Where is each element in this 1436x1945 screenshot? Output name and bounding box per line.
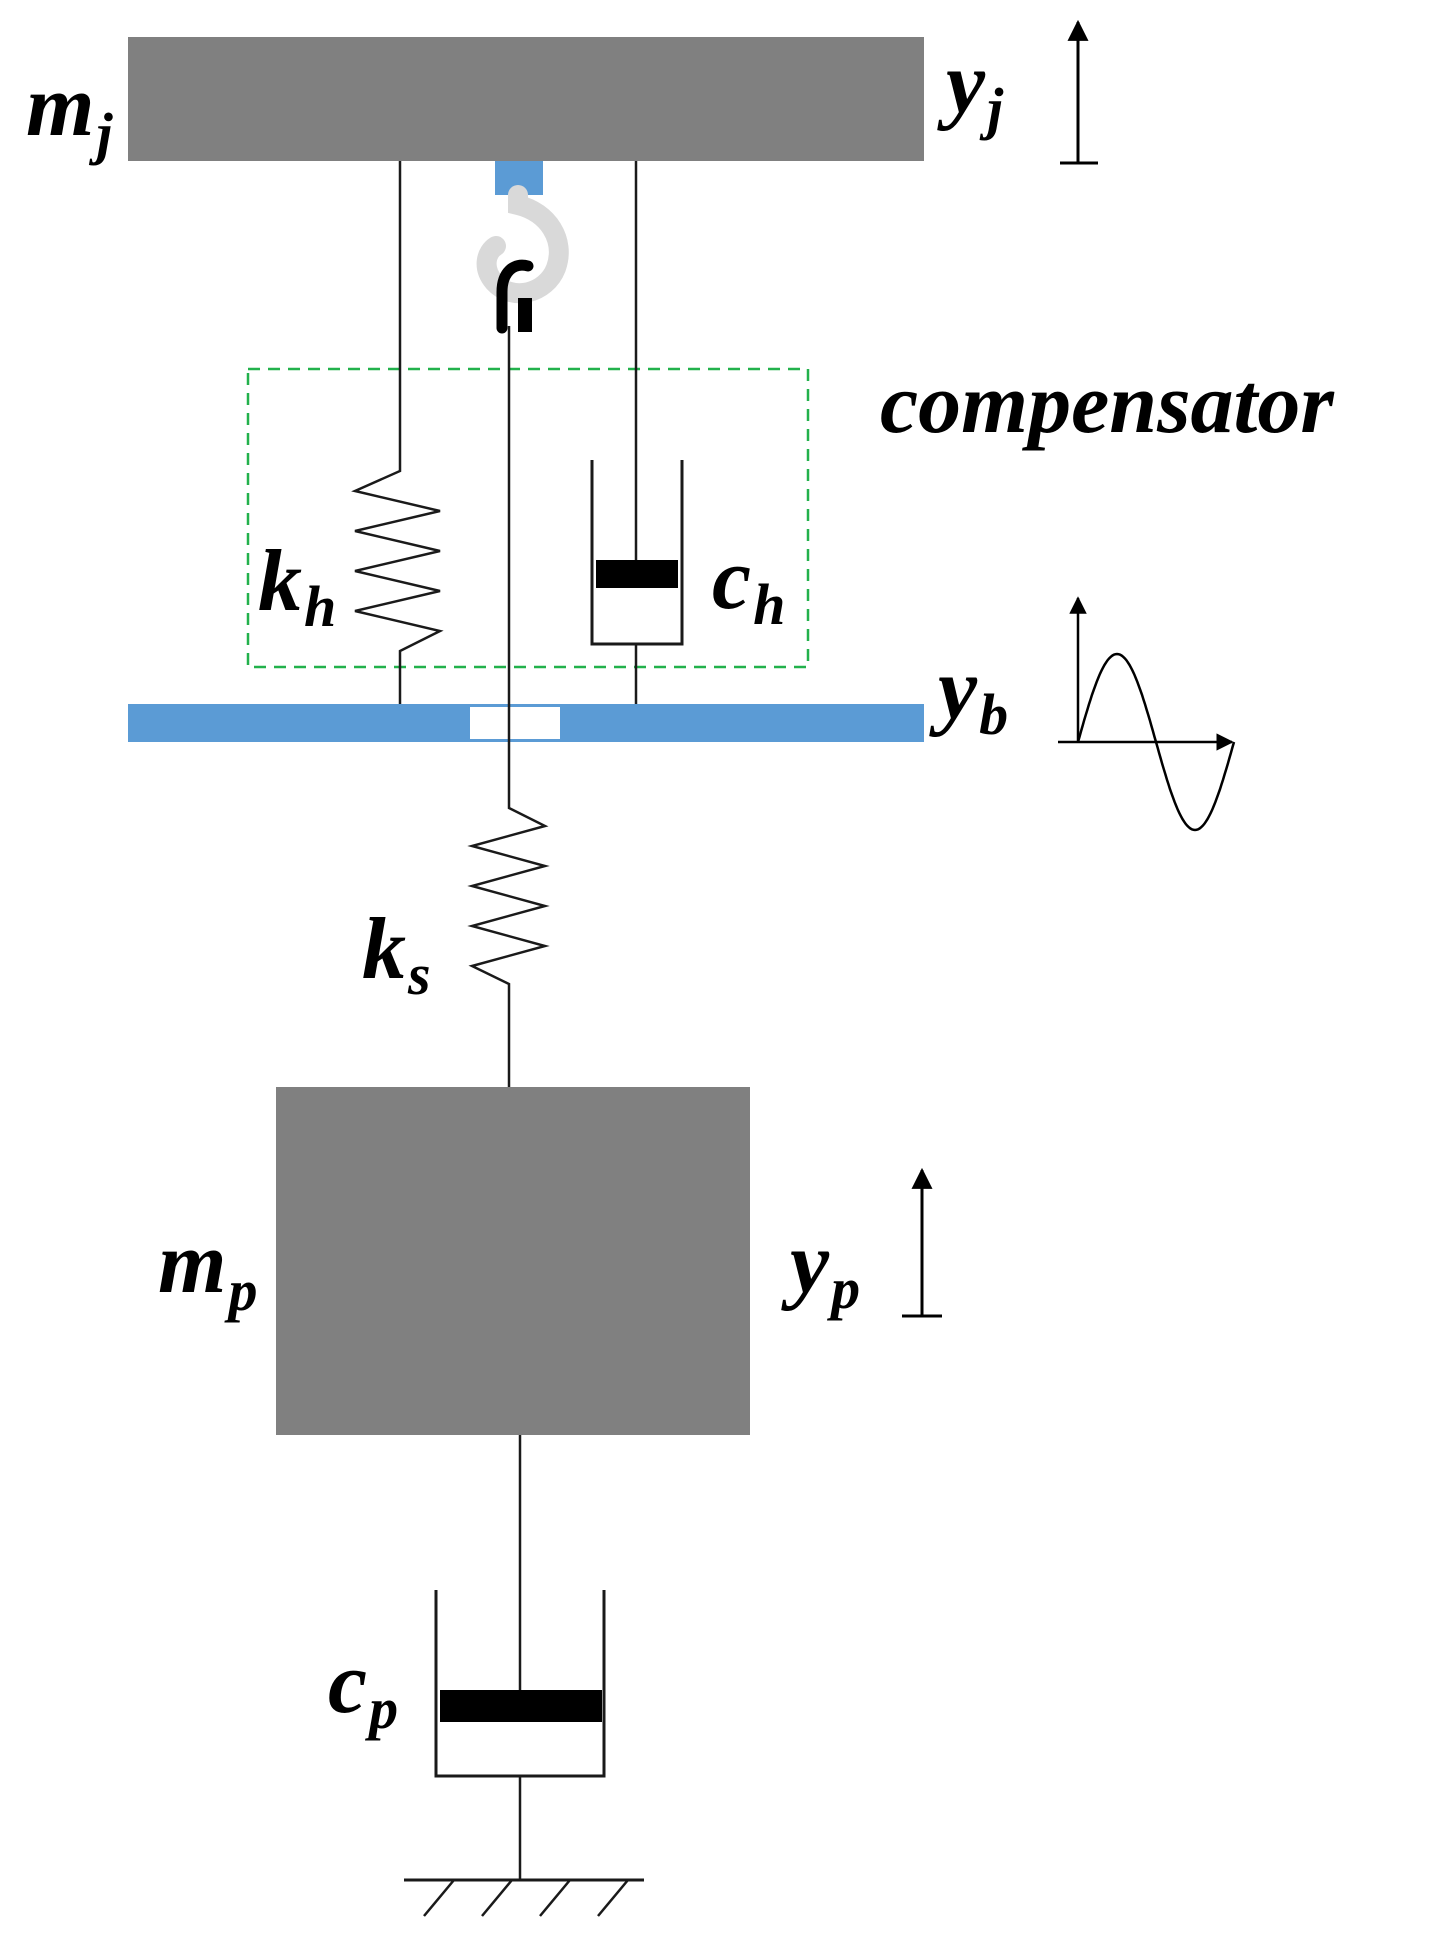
label-mj: mj <box>26 58 113 166</box>
label-ch: ch <box>712 531 785 637</box>
label-kh: kh <box>258 533 336 639</box>
label-yp: yp <box>781 1215 860 1321</box>
cable-and-spring-ks <box>467 326 550 1087</box>
hook-latch-block <box>518 298 532 332</box>
hook-latch-icon <box>496 259 534 334</box>
damper-cp-piston <box>440 1690 602 1722</box>
upper-mass-mj <box>128 37 924 161</box>
ground-hatch <box>423 1879 629 1917</box>
excitation-sine-wave <box>1076 652 1236 832</box>
label-mp: mp <box>158 1215 257 1323</box>
spring-kh <box>351 161 444 704</box>
base-plate-opening <box>470 707 560 739</box>
payload-mass-mp <box>276 1087 750 1435</box>
label-cp: cp <box>328 1635 398 1741</box>
compensator-box <box>246 367 810 669</box>
label-yj: yj <box>937 35 1004 141</box>
hook-icon <box>476 185 569 304</box>
label-compensator: compensator <box>880 355 1335 451</box>
label-ks: ks <box>362 901 431 1007</box>
damper-ch-piston <box>596 560 678 588</box>
label-yb: yb <box>929 641 1008 747</box>
